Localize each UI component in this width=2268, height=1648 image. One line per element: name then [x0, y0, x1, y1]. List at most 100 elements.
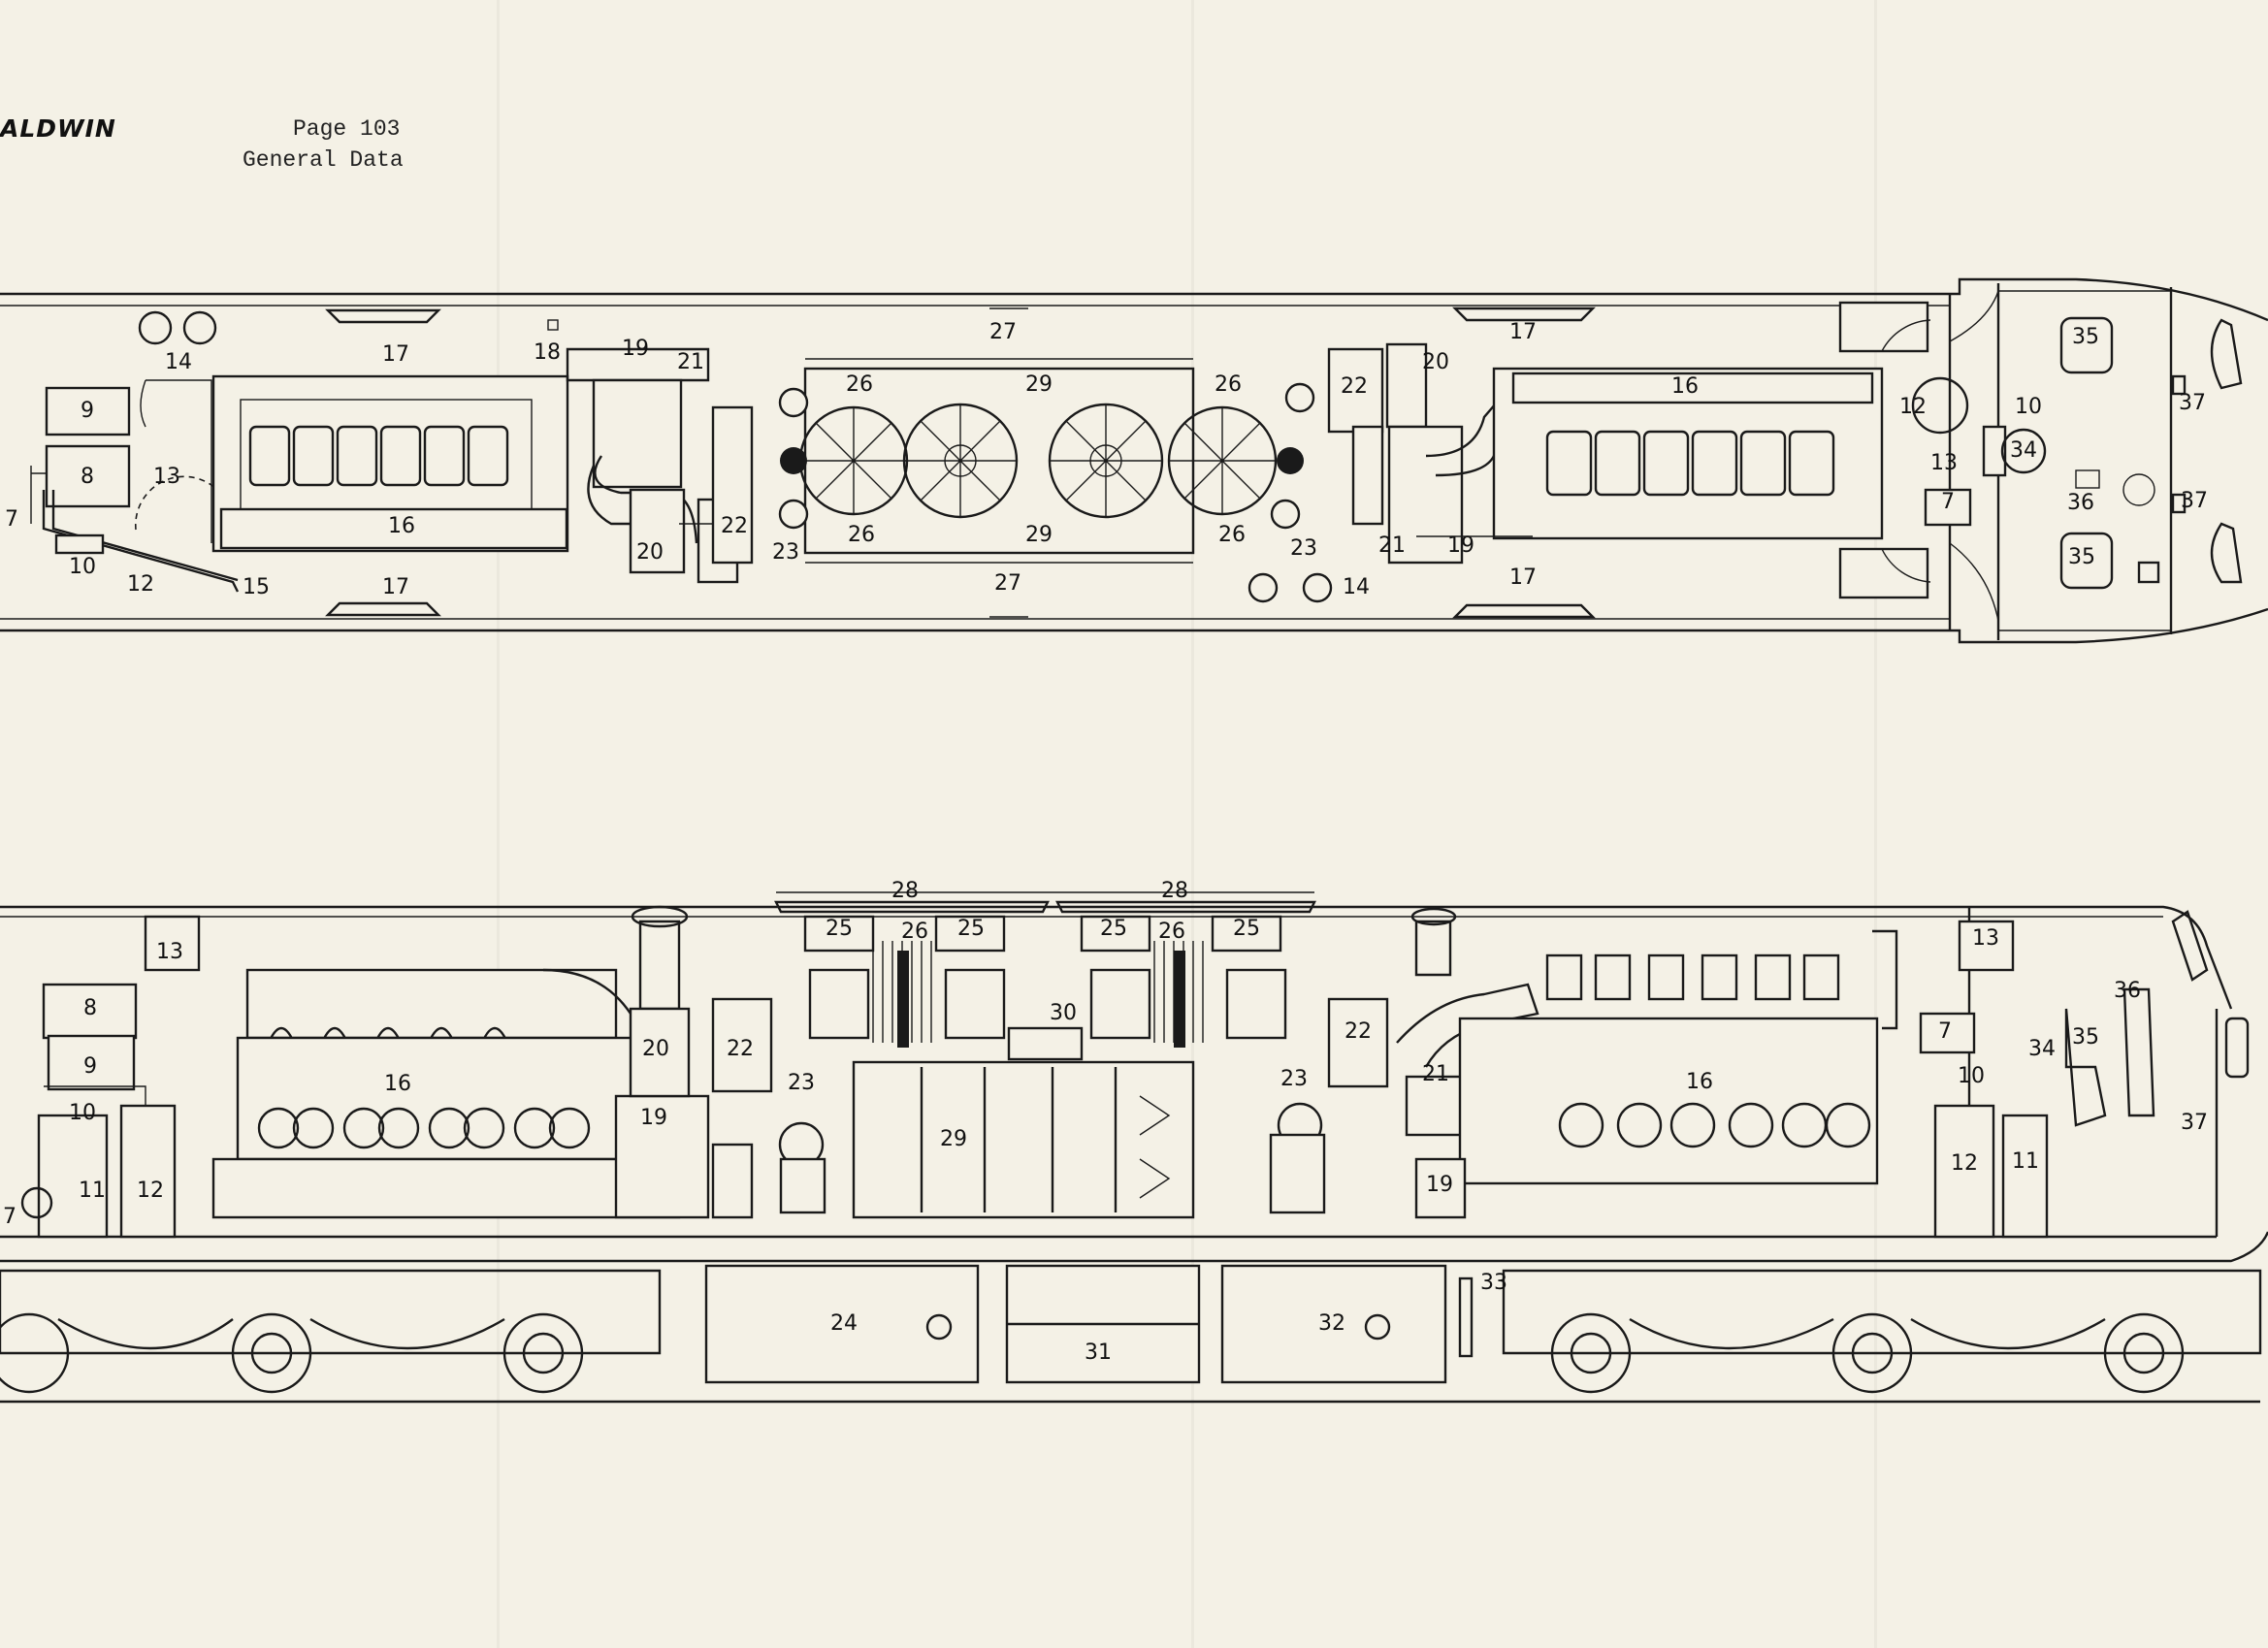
part-17: 17: [1509, 565, 1537, 590]
part-35: 35: [2072, 325, 2099, 349]
plan-view: 9 8 7 10 12 13 14 15 17 17 16 18 19 21 2…: [0, 277, 2268, 644]
part-37: 37: [2181, 489, 2208, 513]
part-33: 33: [1480, 1271, 1507, 1295]
part-7: 7: [5, 507, 18, 532]
part-12: 12: [1899, 395, 1927, 419]
part-36: 36: [2114, 979, 2141, 1003]
part-21: 21: [677, 350, 704, 374]
part-10: 10: [69, 1101, 96, 1125]
part-13: 13: [1930, 451, 1958, 475]
part-23: 23: [1290, 536, 1317, 561]
part-36: 36: [2067, 491, 2094, 515]
part-11: 11: [2012, 1149, 2039, 1174]
part-28: 28: [891, 879, 919, 903]
part-34: 34: [2028, 1037, 2056, 1061]
part-15: 15: [243, 575, 270, 599]
part-35: 35: [2068, 545, 2095, 569]
part-19: 19: [622, 337, 649, 361]
part-16: 16: [1686, 1070, 1713, 1094]
engine-cylinder-bank: [1545, 430, 1835, 497]
part-20: 20: [1422, 350, 1449, 374]
part-30: 30: [1050, 1001, 1077, 1025]
brand-label: ALDWIN: [0, 114, 116, 143]
part-14: 14: [165, 350, 192, 374]
part-10: 10: [2015, 395, 2042, 419]
part-16: 16: [388, 514, 415, 538]
part-17: 17: [382, 575, 409, 599]
part-26: 26: [848, 523, 875, 547]
part-26: 26: [1158, 920, 1185, 944]
part-14: 14: [1343, 575, 1370, 599]
engine-crankcase-covers: [1558, 1102, 1871, 1148]
part-9: 9: [83, 1054, 97, 1079]
part-10: 10: [69, 555, 96, 579]
part-23: 23: [1280, 1067, 1308, 1091]
part-22: 22: [1345, 1019, 1372, 1044]
part-7: 7: [1938, 1019, 1952, 1044]
part-34: 34: [2010, 438, 2037, 463]
part-22: 22: [721, 514, 748, 538]
part-21: 21: [1378, 533, 1406, 558]
part-13: 13: [153, 465, 180, 489]
part-8: 8: [81, 465, 94, 489]
part-9: 9: [81, 399, 94, 423]
part-26: 26: [1215, 372, 1242, 397]
part-23: 23: [772, 540, 799, 565]
part-19: 19: [1426, 1173, 1453, 1197]
part-12: 12: [127, 572, 154, 597]
part-19: 19: [640, 1106, 667, 1130]
part-12: 12: [1951, 1151, 1978, 1176]
part-29: 29: [940, 1127, 967, 1151]
page-number: Page 103: [293, 116, 401, 142]
part-29: 29: [1025, 523, 1053, 547]
part-23: 23: [788, 1071, 815, 1095]
part-20: 20: [642, 1037, 669, 1061]
part-25: 25: [1100, 917, 1127, 941]
part-7: 7: [3, 1205, 16, 1229]
part-37: 37: [2181, 1111, 2208, 1135]
part-26: 26: [846, 372, 873, 397]
part-22: 22: [1341, 374, 1368, 399]
part-17: 17: [382, 342, 409, 367]
part-25: 25: [957, 917, 985, 941]
part-35: 35: [2072, 1025, 2099, 1050]
part-11: 11: [79, 1179, 106, 1203]
truck-right: [1502, 1269, 2262, 1394]
truck-left: [0, 1269, 662, 1394]
elevation-view: 13 8 9 10 11 12 7 16 20 22 19 23 28 28 2…: [0, 879, 2268, 1404]
part-22: 22: [727, 1037, 754, 1061]
part-28: 28: [1161, 879, 1188, 903]
part-26: 26: [901, 920, 928, 944]
part-18: 18: [534, 340, 561, 365]
part-16: 16: [384, 1072, 411, 1096]
part-17: 17: [1509, 320, 1537, 344]
section-title: General Data: [243, 147, 404, 173]
engine-cylinder-bank: [248, 425, 509, 487]
engine-valve-covers: [1545, 953, 1840, 1001]
part-27: 27: [994, 571, 1021, 596]
part-16: 16: [1671, 374, 1699, 399]
part-13: 13: [1972, 926, 1999, 951]
part-37: 37: [2179, 391, 2206, 415]
part-19: 19: [1447, 533, 1474, 558]
part-12: 12: [137, 1179, 164, 1203]
part-7: 7: [1941, 490, 1955, 514]
part-24: 24: [830, 1311, 858, 1336]
part-21: 21: [1422, 1062, 1449, 1086]
part-25: 25: [826, 917, 853, 941]
part-26: 26: [1218, 523, 1246, 547]
engine-crankcase-covers: [257, 1107, 591, 1149]
part-13: 13: [156, 940, 183, 964]
part-25: 25: [1233, 917, 1260, 941]
radiator-units: [803, 915, 1287, 1048]
radiator-fans: [778, 358, 1315, 564]
part-31: 31: [1085, 1341, 1112, 1365]
part-32: 32: [1318, 1311, 1345, 1336]
part-10: 10: [1958, 1064, 1985, 1088]
part-20: 20: [636, 540, 664, 565]
part-27: 27: [989, 320, 1017, 344]
part-29: 29: [1025, 372, 1053, 397]
part-8: 8: [83, 996, 97, 1020]
